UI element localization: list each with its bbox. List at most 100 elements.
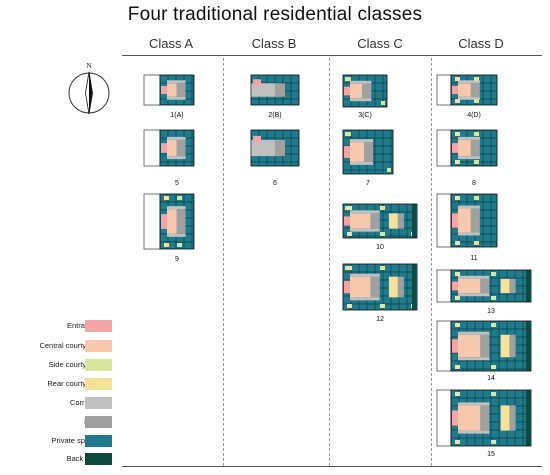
column-separator-cd — [431, 58, 432, 466]
plan-label: 1(A) — [170, 112, 184, 119]
plan-label: 3(C) — [358, 112, 372, 119]
legend-label: Private space — [51, 436, 97, 445]
entrance — [452, 85, 458, 95]
corridor — [458, 156, 480, 160]
hall — [275, 139, 285, 157]
class-b-header: Class B — [251, 36, 297, 51]
plan-outline — [342, 263, 418, 311]
corridor — [350, 297, 380, 301]
rear-courtyard — [455, 99, 460, 103]
plan-outline — [250, 74, 300, 106]
corridor — [167, 233, 186, 237]
back-hall — [412, 204, 416, 238]
plan-label: 7 — [366, 180, 370, 187]
corridor — [167, 80, 186, 84]
plan-outline — [250, 129, 300, 167]
hall — [470, 83, 480, 97]
legend-swatch — [85, 435, 112, 447]
back-hall — [526, 390, 530, 446]
floor-plan — [436, 320, 532, 372]
hall — [397, 213, 404, 229]
floor-plan — [143, 129, 195, 167]
back-hall — [526, 321, 530, 371]
column-separator-ab — [223, 58, 224, 466]
corridor — [458, 136, 480, 140]
legend-swatch — [85, 340, 112, 352]
legend-label: Entrance — [66, 321, 97, 330]
rear-courtyard — [455, 77, 460, 81]
side-courtyard — [345, 132, 351, 136]
hall — [509, 278, 516, 294]
legend-label: Side courtyard — [48, 360, 97, 369]
rear-courtyard — [500, 405, 510, 431]
entrance — [452, 281, 458, 291]
side-courtyard — [380, 232, 385, 236]
legend-swatch — [85, 320, 112, 332]
legend-item: Back hall — [0, 453, 130, 467]
plan-label: 12 — [376, 316, 384, 323]
floor-plan — [436, 129, 498, 167]
central-courtyard — [350, 276, 371, 298]
side-courtyard — [387, 168, 391, 172]
legend-item: Side courtyard — [0, 359, 130, 373]
corridor — [251, 139, 278, 157]
rear-courtyard — [455, 365, 460, 369]
legend-label: Back hall — [66, 454, 97, 463]
rear-courtyard — [388, 213, 398, 229]
side-courtyard — [491, 323, 496, 327]
rear-courtyard — [164, 243, 169, 247]
annex-wing — [143, 193, 161, 250]
corridor — [458, 96, 480, 100]
legend-item: Hall — [0, 416, 130, 430]
legend-item: Private space — [0, 435, 130, 449]
hall — [509, 334, 516, 358]
plan-label: 2(B) — [268, 112, 282, 119]
plan-label: 6 — [273, 180, 277, 187]
central-courtyard — [167, 83, 177, 97]
rear-courtyard — [455, 392, 460, 396]
rear-courtyard — [500, 278, 510, 294]
rear-courtyard — [455, 323, 460, 327]
floor-plan — [436, 269, 532, 303]
plan-outline — [159, 129, 195, 167]
side-courtyard — [380, 206, 385, 210]
hall — [176, 209, 186, 234]
entrance — [344, 86, 350, 96]
corridor — [458, 205, 480, 209]
floor-plan — [342, 129, 394, 175]
plan-label: 8 — [472, 180, 476, 187]
corridor — [458, 331, 490, 335]
central-courtyard — [458, 83, 471, 97]
north-compass: N — [66, 60, 112, 127]
side-courtyard — [474, 77, 479, 81]
entrance — [452, 410, 458, 426]
hall — [364, 142, 373, 162]
legend-swatch — [85, 397, 112, 409]
corridor — [350, 273, 380, 277]
hall — [480, 278, 490, 294]
legend-swatch — [85, 359, 112, 371]
column-separator-bc — [329, 58, 330, 466]
entrance — [253, 79, 261, 86]
side-courtyard — [474, 99, 479, 103]
class-d-header: Class D — [458, 36, 504, 51]
central-courtyard — [350, 83, 363, 99]
floor-plan — [250, 129, 300, 167]
hall — [470, 139, 480, 157]
plan-outline — [450, 389, 532, 447]
corridor — [251, 83, 278, 97]
corridor — [458, 80, 480, 84]
plan-label: 15 — [487, 451, 495, 458]
plan-label: 9 — [175, 256, 179, 263]
header-rule — [122, 55, 542, 56]
rear-courtyard — [455, 241, 460, 245]
side-courtyard — [491, 296, 496, 300]
corridor — [458, 430, 490, 434]
central-courtyard — [458, 208, 471, 233]
floor-plan — [436, 389, 532, 447]
rear-courtyard — [455, 132, 460, 136]
plan-label: 11 — [470, 255, 478, 262]
legend-label: Corridor — [69, 398, 97, 407]
floor-plan — [436, 193, 498, 248]
central-courtyard — [458, 278, 481, 294]
